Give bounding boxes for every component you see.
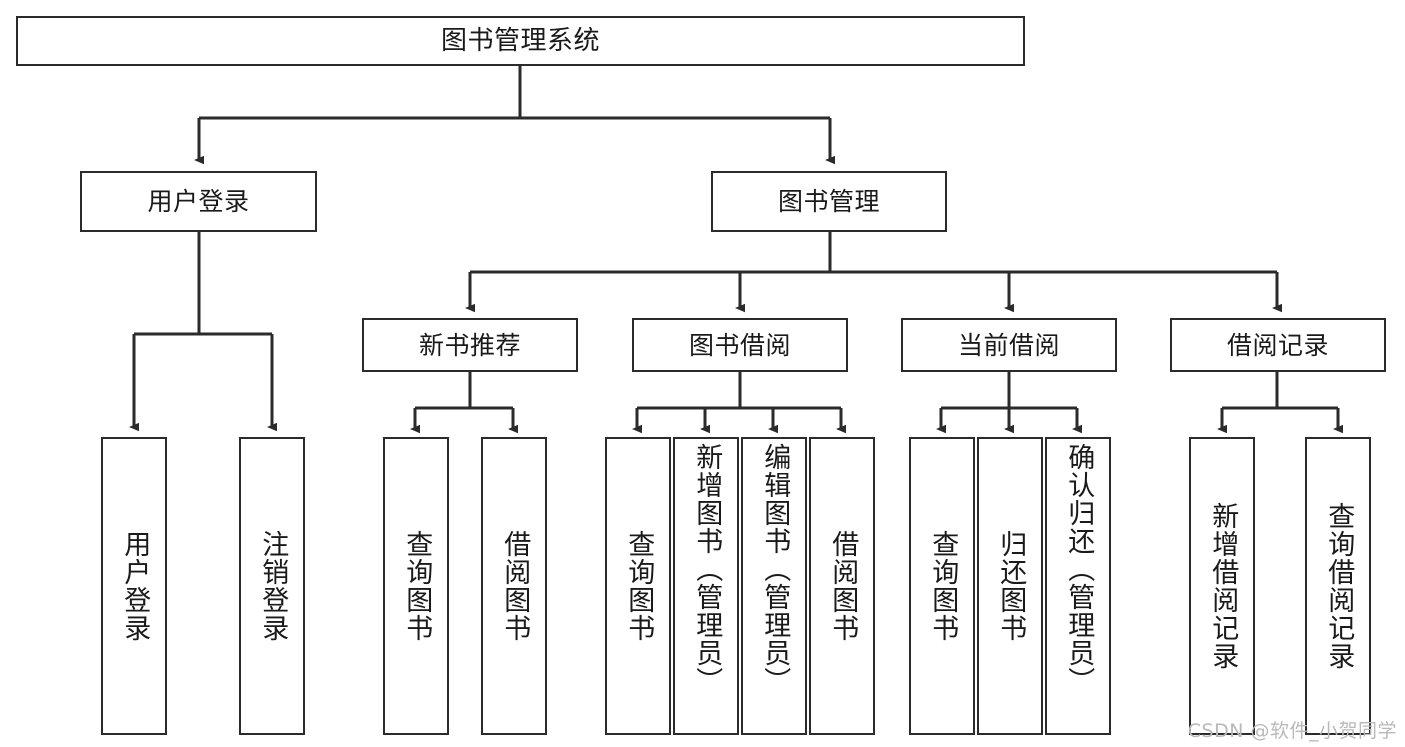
node-label: 注销登录: [257, 530, 289, 642]
node-label: 图书管理系统: [440, 26, 600, 56]
node-leaf-user-login[interactable]: 用户登录: [101, 437, 167, 735]
node-leaf-confirm-return-admin[interactable]: 确认归还（管理员）: [1045, 437, 1111, 735]
node-label: 图书管理: [777, 187, 880, 216]
node-label: 借阅图书: [827, 530, 859, 642]
node-new-book-recommend[interactable]: 新书推荐: [362, 318, 578, 372]
node-leaf-query-book-recommend[interactable]: 查询图书: [383, 437, 449, 735]
node-user-login[interactable]: 用户登录: [80, 171, 317, 232]
csdn-watermark: CSDN @软件_小贺同学: [1187, 720, 1397, 742]
node-book-borrow[interactable]: 图书借阅: [632, 318, 848, 372]
node-leaf-borrow-book[interactable]: 借阅图书: [809, 437, 875, 735]
node-label: 编辑图书（管理员）: [759, 443, 791, 695]
node-label: 确认归还（管理员）: [1063, 443, 1095, 695]
node-label: 用户登录: [119, 530, 151, 642]
node-leaf-add-book-admin[interactable]: 新增图书（管理员）: [673, 437, 739, 735]
node-borrow-record[interactable]: 借阅记录: [1170, 318, 1386, 372]
node-book-management[interactable]: 图书管理: [711, 171, 947, 232]
node-leaf-add-borrow-record[interactable]: 新增借阅记录: [1189, 437, 1255, 735]
node-label: 查询借阅记录: [1323, 502, 1355, 670]
node-leaf-return-book[interactable]: 归还图书: [977, 437, 1043, 735]
node-label: 用户登录: [147, 187, 250, 216]
node-label: 借阅记录: [1226, 330, 1329, 360]
node-current-borrow[interactable]: 当前借阅: [901, 318, 1117, 372]
node-leaf-edit-book-admin[interactable]: 编辑图书（管理员）: [741, 437, 807, 735]
node-label: 新书推荐: [418, 330, 521, 360]
node-label: 归还图书: [995, 530, 1027, 642]
node-leaf-logout-login[interactable]: 注销登录: [239, 437, 305, 735]
node-label: 查询图书: [927, 530, 959, 642]
node-label: 查询图书: [401, 530, 433, 642]
node-label: 新增借阅记录: [1207, 502, 1239, 670]
node-leaf-query-book-borrow[interactable]: 查询图书: [605, 437, 671, 735]
node-root-book-management-system[interactable]: 图书管理系统: [16, 16, 1025, 66]
node-label: 图书借阅: [688, 330, 791, 360]
node-leaf-query-book-current[interactable]: 查询图书: [909, 437, 975, 735]
node-label: 当前借阅: [957, 330, 1060, 360]
node-label: 新增图书（管理员）: [691, 443, 723, 695]
node-label: 查询图书: [623, 530, 655, 642]
node-leaf-query-borrow-record[interactable]: 查询借阅记录: [1305, 437, 1371, 735]
node-label: 借阅图书: [499, 530, 531, 642]
node-leaf-borrow-book-recommend[interactable]: 借阅图书: [481, 437, 547, 735]
